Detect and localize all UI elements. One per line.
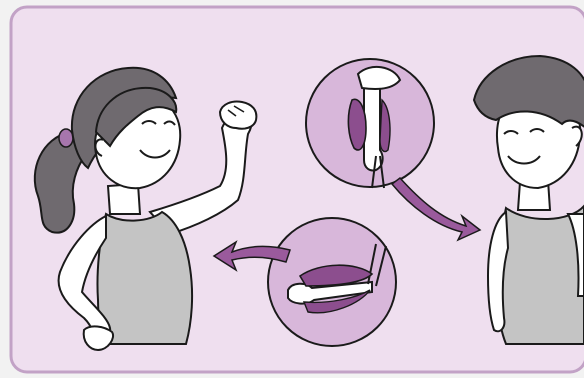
girl-fist	[220, 101, 256, 128]
boy-tank-top	[497, 206, 584, 344]
hair-tie	[59, 129, 73, 147]
girl-tank-top	[97, 212, 192, 344]
girl-hand	[84, 326, 113, 350]
top-inset-muscle	[348, 99, 366, 150]
